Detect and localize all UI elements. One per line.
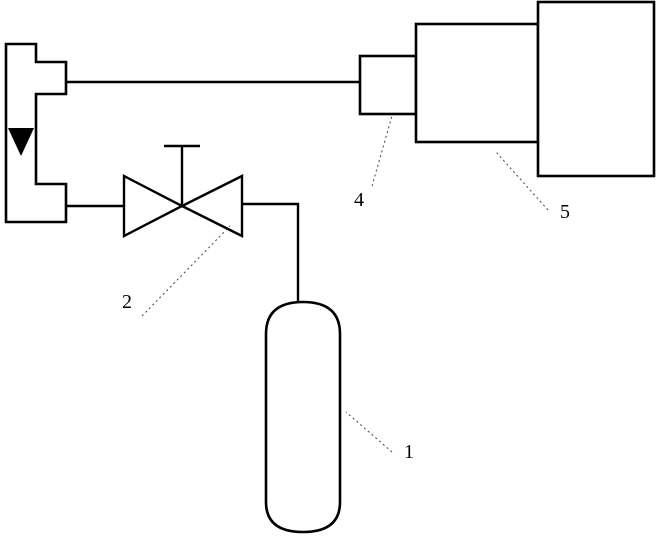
gas-cylinder (264, 300, 342, 534)
leader-line-connector (371, 115, 393, 187)
connector-block (358, 54, 418, 116)
valve-right-cone (179, 174, 244, 238)
label-connector: 4 (354, 189, 364, 211)
label-valve: 2 (122, 291, 132, 313)
valve-to-cylinder-pipe (242, 202, 300, 302)
leader-line-cylinder (345, 411, 393, 453)
flow-tee-fitting (4, 42, 68, 224)
flow-direction-arrow-icon (8, 128, 34, 156)
device-housing-middle (414, 22, 540, 144)
device-block (536, 0, 656, 178)
label-cylinder: 1 (404, 441, 414, 463)
label-device: 5 (560, 201, 570, 223)
tee-body (4, 42, 68, 224)
valve (122, 144, 244, 238)
leader-line-valve (141, 225, 231, 317)
valve-left-cone (122, 174, 185, 238)
